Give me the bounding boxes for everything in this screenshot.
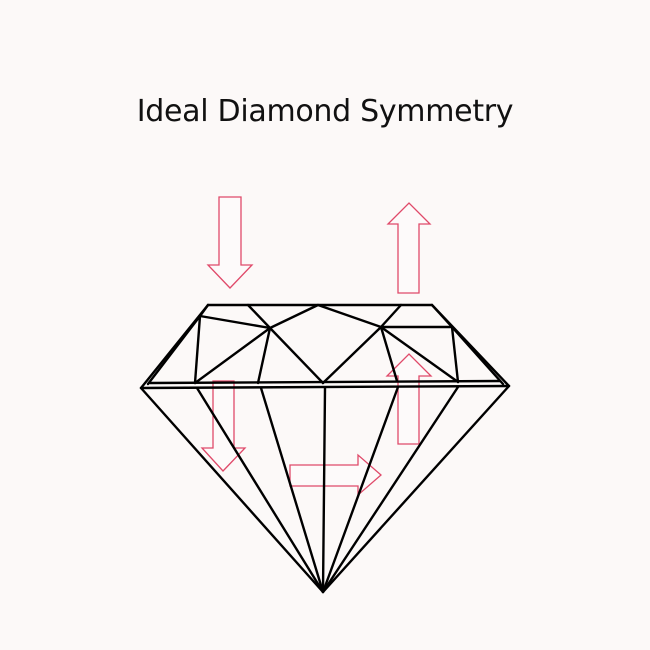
arrow-up-icon xyxy=(386,202,432,294)
diamond-outline xyxy=(139,303,511,594)
arrow-right-icon xyxy=(289,453,382,497)
arrow-down-icon xyxy=(206,196,254,289)
light-arrows xyxy=(200,196,433,497)
diagram-title: Ideal Diamond Symmetry xyxy=(136,94,514,129)
